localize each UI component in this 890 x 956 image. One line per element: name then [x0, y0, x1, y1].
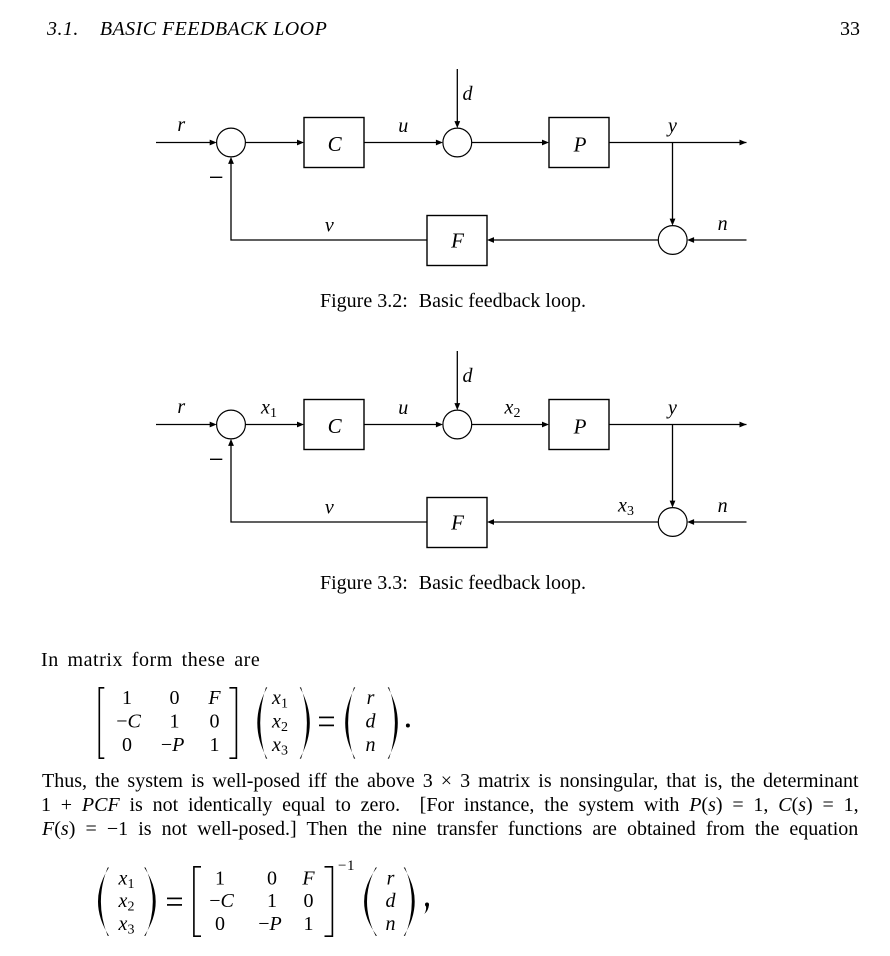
svg-text:v: v	[325, 215, 334, 237]
svg-text:1: 1	[215, 868, 225, 890]
svg-text:n: n	[366, 734, 376, 756]
svg-text:F: F	[450, 511, 464, 535]
svg-text:r: r	[367, 687, 375, 709]
svg-text:F: F	[450, 229, 464, 253]
svg-text:−1: −1	[338, 858, 355, 874]
svg-text:0: 0	[215, 913, 225, 935]
svg-text:x1: x1	[271, 687, 288, 712]
svg-text:v: v	[325, 497, 334, 519]
svg-text:1: 1	[170, 711, 180, 733]
svg-text:0: 0	[267, 868, 277, 890]
svg-text:1: 1	[304, 913, 314, 935]
svg-text:−P: −P	[161, 734, 185, 756]
svg-text:d: d	[463, 83, 474, 105]
svg-text:x2: x2	[271, 711, 288, 736]
svg-text:0: 0	[304, 890, 314, 912]
svg-text:y: y	[666, 397, 677, 419]
svg-text:C: C	[328, 132, 343, 156]
svg-text:P: P	[573, 133, 587, 157]
svg-text:x2: x2	[118, 890, 135, 915]
svg-text:d: d	[366, 711, 377, 733]
svg-text:d: d	[386, 890, 397, 912]
svg-text:y: y	[666, 115, 677, 137]
svg-text:0: 0	[122, 734, 132, 756]
svg-text:0: 0	[170, 687, 180, 709]
svg-text:n: n	[718, 213, 728, 235]
svg-text:1: 1	[210, 734, 220, 756]
svg-text:r: r	[387, 868, 395, 890]
svg-text:u: u	[398, 115, 408, 137]
svg-text:x1: x1	[118, 868, 135, 893]
svg-text:F: F	[301, 868, 315, 890]
svg-text:r: r	[177, 396, 185, 418]
svg-text:−C: −C	[116, 711, 141, 733]
svg-text:n: n	[718, 495, 728, 517]
svg-text:x2: x2	[504, 397, 521, 422]
svg-text:d: d	[463, 365, 474, 387]
svg-text:P: P	[573, 415, 587, 439]
svg-text:u: u	[398, 397, 408, 419]
svg-text:x3: x3	[118, 913, 135, 938]
svg-text:x3: x3	[617, 495, 634, 520]
svg-text:−P: −P	[258, 913, 282, 935]
svg-text:1: 1	[267, 890, 277, 912]
svg-text:n: n	[386, 913, 396, 935]
svg-text:x1: x1	[260, 397, 277, 422]
svg-text:F: F	[207, 687, 221, 709]
svg-text:−C: −C	[209, 890, 234, 912]
svg-text:0: 0	[210, 711, 220, 733]
svg-text:1: 1	[122, 687, 132, 709]
svg-text:r: r	[177, 114, 185, 136]
svg-text:x3: x3	[271, 734, 288, 759]
svg-text:C: C	[328, 414, 343, 438]
